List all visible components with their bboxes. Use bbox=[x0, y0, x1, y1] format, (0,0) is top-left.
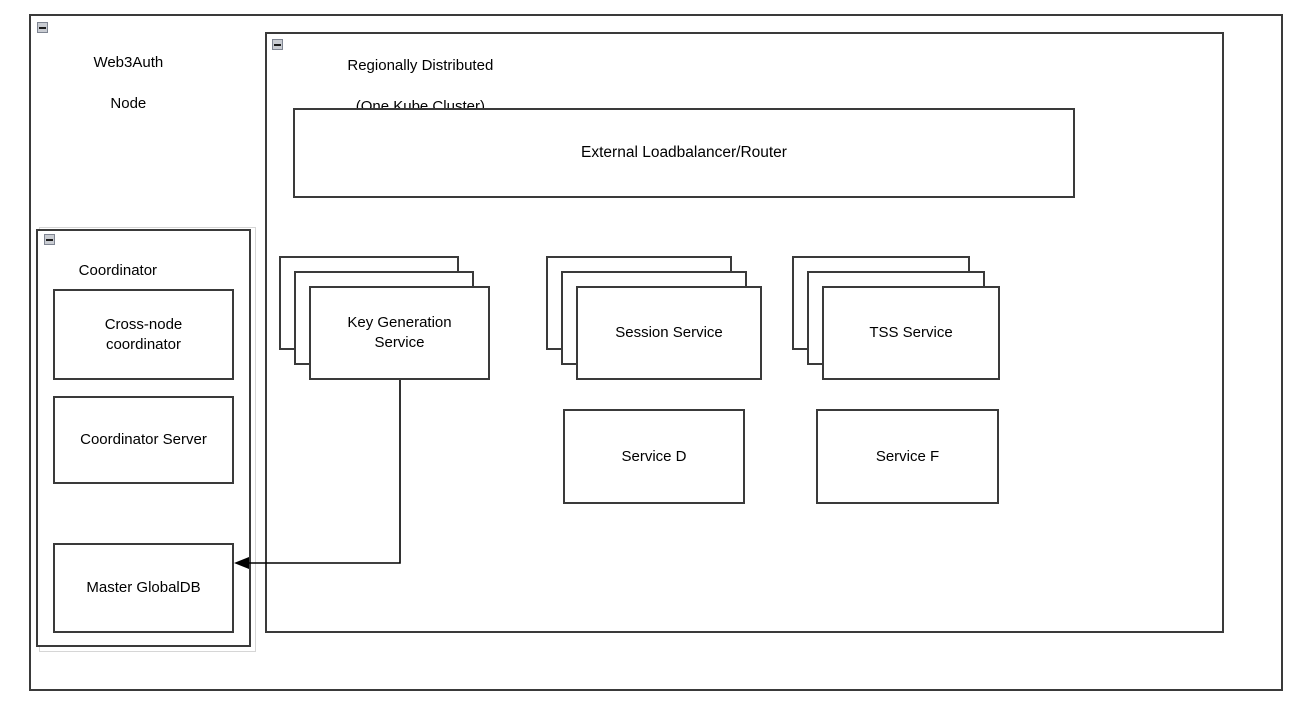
box-label-key-generation-service-line2: Service bbox=[374, 334, 425, 351]
box-service-f[interactable]: Service F bbox=[816, 409, 999, 504]
box-master-globaldb[interactable]: Master GlobalDB bbox=[53, 543, 234, 633]
collapse-minus-icon-kube-cluster[interactable] bbox=[272, 39, 283, 50]
box-label-key-generation-service-line1: Key Generation bbox=[347, 314, 452, 332]
stack-tss-service[interactable]: TSS Service bbox=[792, 256, 1000, 380]
box-label-external-loadbalancer: External Loadbalancer/Router bbox=[581, 143, 787, 161]
box-external-loadbalancer[interactable]: External Loadbalancer/Router bbox=[293, 108, 1075, 198]
stack-key-generation-service[interactable]: Key Generation Service bbox=[279, 256, 490, 380]
box-label-master-globaldb: Master GlobalDB bbox=[86, 579, 201, 597]
collapse-minus-icon-coordinator[interactable] bbox=[44, 234, 55, 245]
container-title-line1: Web3Auth bbox=[93, 54, 164, 72]
container-title-line2: Node bbox=[110, 94, 147, 112]
collapse-minus-icon-web3auth-node[interactable] bbox=[37, 22, 48, 33]
container-title-web3auth-node: Web3Auth Node bbox=[55, 33, 185, 134]
stack-layer-front[interactable]: Key Generation Service bbox=[309, 286, 490, 380]
container-title-coordinator: Coordinator bbox=[62, 241, 212, 302]
stack-layer-front[interactable]: TSS Service bbox=[822, 286, 1000, 380]
coordinator-title-label: Coordinator bbox=[78, 262, 158, 280]
box-label-coordinator-server: Coordinator Server bbox=[80, 431, 207, 449]
box-label-service-d: Service D bbox=[621, 447, 687, 465]
box-coordinator-server[interactable]: Coordinator Server bbox=[53, 396, 234, 484]
box-service-d[interactable]: Service D bbox=[563, 409, 745, 504]
box-label-session-service: Session Service bbox=[615, 324, 723, 342]
cluster-title-line1: Regionally Distributed bbox=[347, 57, 494, 75]
stack-session-service[interactable]: Session Service bbox=[546, 256, 762, 380]
box-label-service-f: Service F bbox=[875, 447, 940, 465]
stack-layer-front[interactable]: Session Service bbox=[576, 286, 762, 380]
box-label-cross-node-coordinator-line2: coordinator bbox=[105, 335, 182, 353]
box-label-tss-service: TSS Service bbox=[869, 324, 953, 342]
box-label-cross-node-coordinator-line1: Cross-node bbox=[104, 315, 183, 333]
box-cross-node-coordinator[interactable]: Cross-node coordinator bbox=[53, 289, 234, 380]
